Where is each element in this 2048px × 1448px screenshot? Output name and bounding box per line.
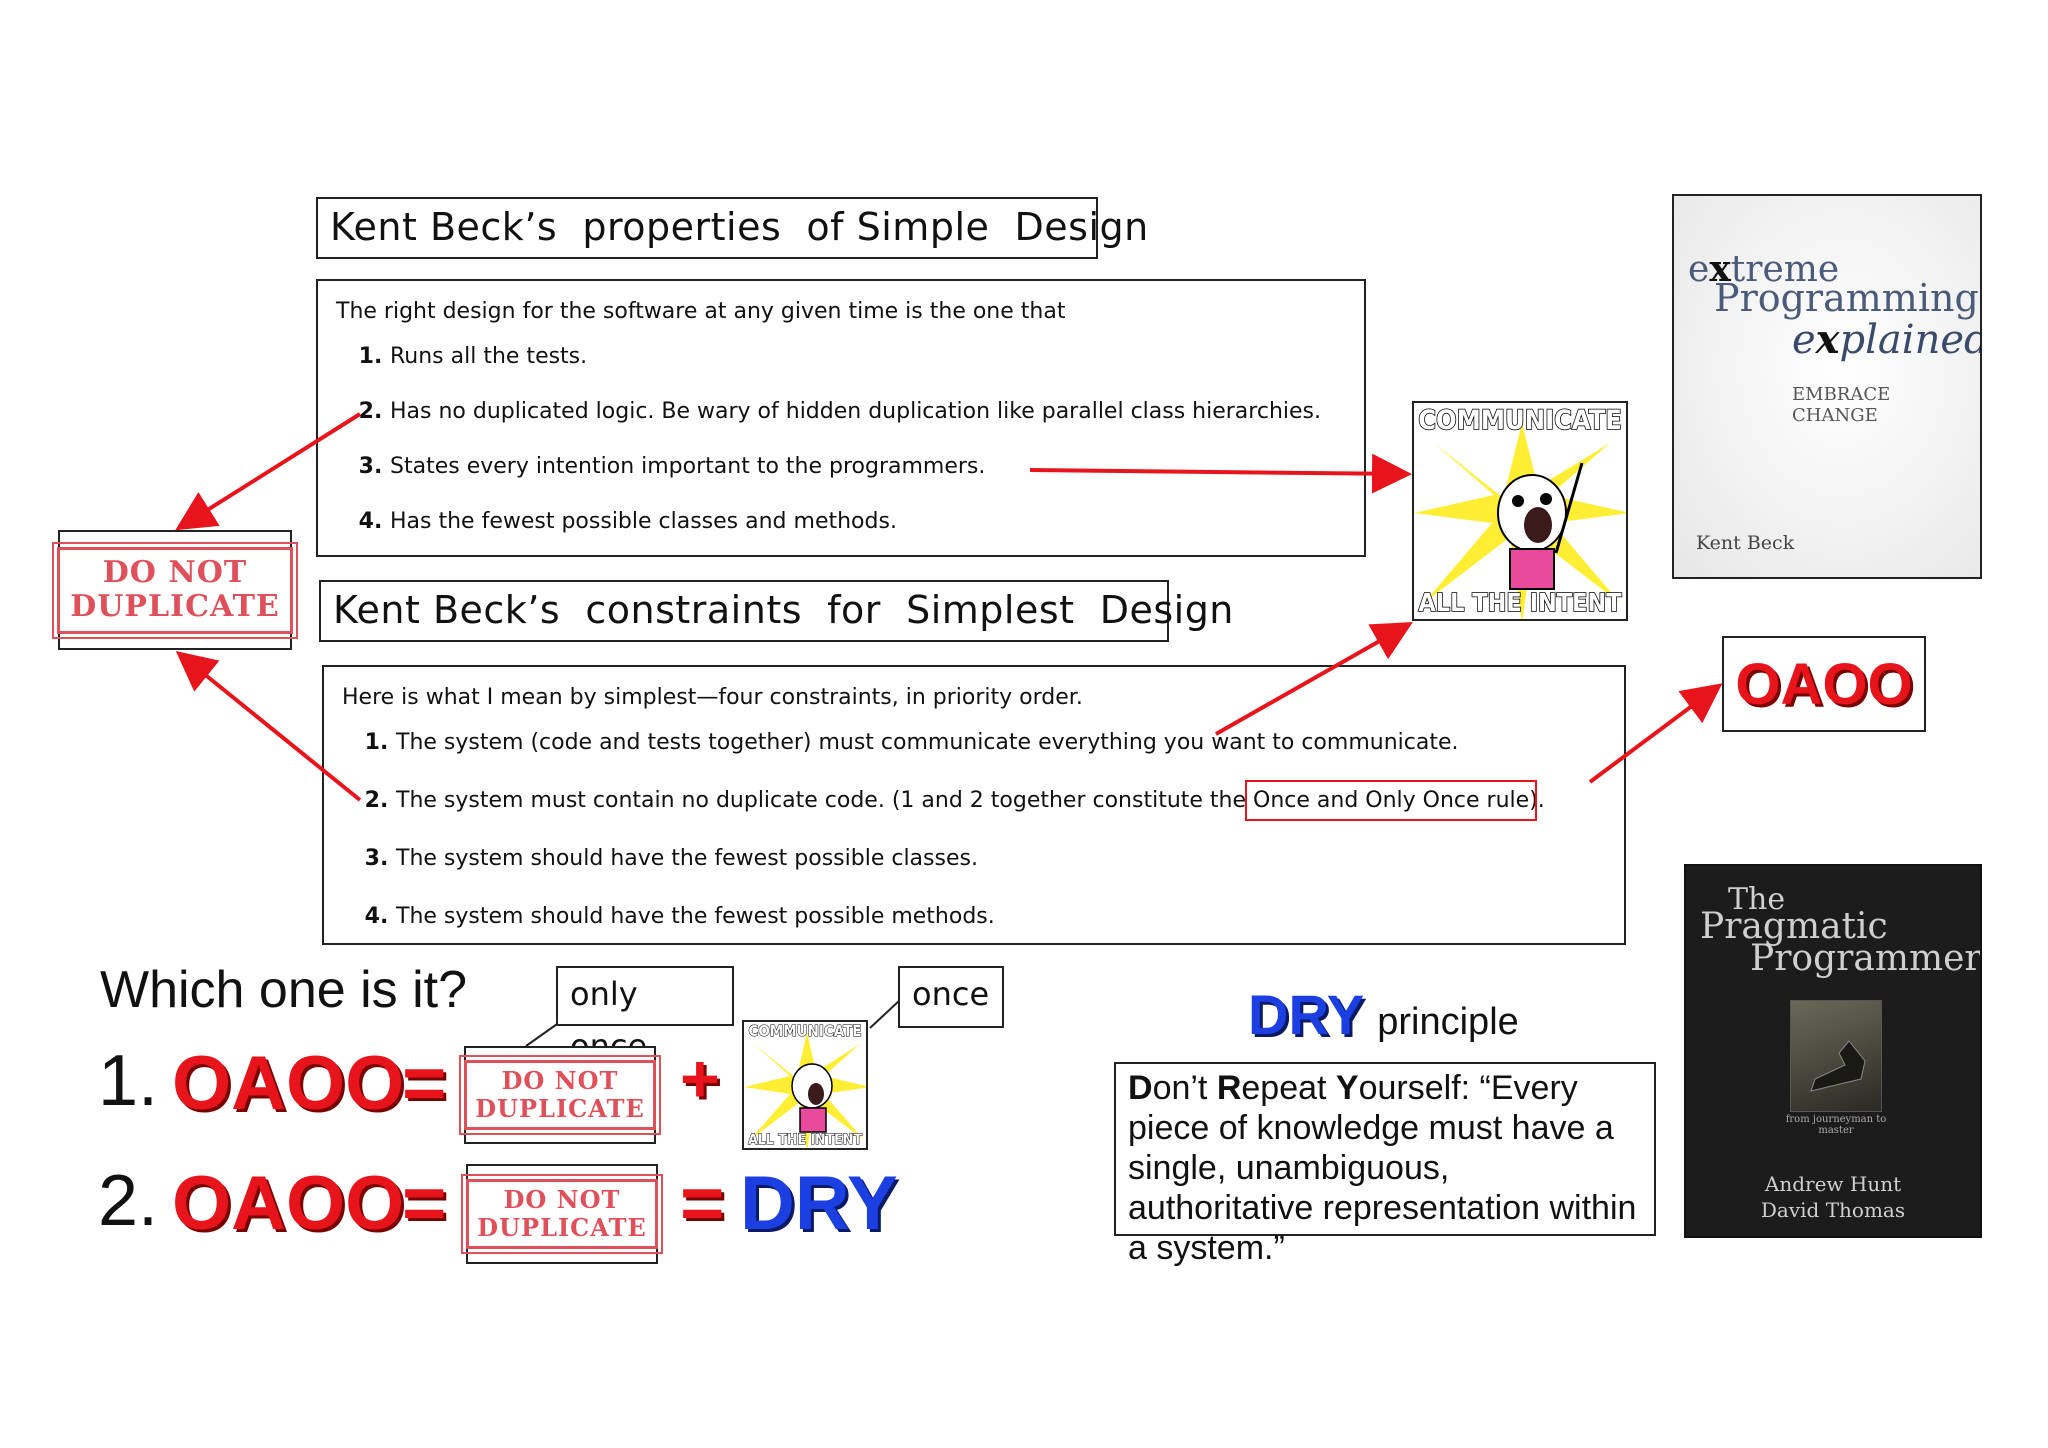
constraints-intro: Here is what I mean by simplest—four con… — [342, 685, 1083, 710]
xp-tagline: EMBRACE CHANGE — [1792, 384, 1891, 426]
equation-2-stamp: DO NOT DUPLICATE — [461, 1164, 663, 1264]
equation-1-meme: COMMUNICATE ALL THE INTENT — [742, 1020, 868, 1150]
dry-d: D — [1128, 1069, 1153, 1107]
dry-y-rest: ourself: “Every piece of knowledge must … — [1128, 1069, 1637, 1267]
xp-title-extreme: extreme — [1688, 248, 1840, 290]
pp-title-the: The — [1728, 882, 1786, 917]
constraints-title-text: Kent Beck’s constraints for Simplest Des… — [333, 588, 1234, 632]
equation-1-plus: + — [680, 1041, 720, 1117]
communicate-meme: COMMUNICATE ALL THE INTENT — [1412, 401, 1628, 621]
equation-1-oaoo: OAOO — [172, 1041, 405, 1126]
properties-title: Kent Beck’s properties of Simple Design — [316, 197, 1148, 259]
equation-2-number: 2. — [98, 1161, 159, 1241]
xp-book-cover: extreme Programming explained EMBRACE CH… — [1672, 194, 1982, 579]
dry-d-rest: on’t — [1152, 1069, 1217, 1107]
constraints-item-1: The system (code and tests together) mus… — [396, 730, 1606, 755]
equation-1-number: 1. — [98, 1041, 159, 1121]
equation-1-stamp: DO NOT DUPLICATE — [459, 1046, 661, 1144]
meme-bottom-caption: ALL THE INTENT — [1418, 587, 1623, 618]
eq1-meme-top-caption: COMMUNICATE — [748, 1022, 862, 1041]
xp-title-programming: Programming — [1714, 276, 1979, 320]
callout-once: once — [898, 966, 1004, 1028]
properties-item-3: States every intention important to the … — [390, 454, 1346, 479]
eq1-stamp-line-1: DO NOT — [501, 1066, 619, 1096]
do-not-duplicate-stamp: DO NOT DUPLICATE — [52, 530, 298, 650]
equation-2-equals: = — [402, 1161, 447, 1246]
constraints-item-4: The system should have the fewest possib… — [396, 904, 1606, 929]
equation-2-equals-2: = — [680, 1161, 725, 1246]
callout-only-once: only once — [556, 966, 734, 1065]
properties-quote: The right design for the software at any… — [316, 279, 1366, 557]
eq1-meme-bottom-caption: ALL THE INTENT — [748, 1132, 863, 1149]
dry-definition-box: Don’t Repeat Yourself: “Every piece of k… — [1114, 1062, 1656, 1267]
oaoo-rule-highlight: Once and Only Once rule — [1245, 780, 1538, 821]
dry-heading-word: DRY — [1248, 983, 1365, 1046]
dry-r: R — [1216, 1069, 1242, 1107]
constraints-quote: Here is what I mean by simplest—four con… — [322, 665, 1626, 945]
pp-plane-image — [1810, 1040, 1866, 1092]
properties-intro: The right design for the software at any… — [336, 299, 1066, 324]
pp-subtitle: from journeyman to master — [1785, 1114, 1887, 1136]
xp-title-explained: explained — [1792, 316, 1982, 363]
eq2-stamp-line-2: DUPLICATE — [477, 1213, 647, 1242]
dry-heading-suffix: principle — [1377, 1001, 1519, 1043]
meme-burst-image — [1414, 403, 1626, 619]
constraints-item-2: The system must contain no duplicate cod… — [396, 780, 1606, 821]
dry-r-rest: epeat — [1241, 1069, 1336, 1107]
eq1-stamp-line-2: DUPLICATE — [475, 1094, 645, 1123]
oaoo-label: OAOO — [1735, 651, 1913, 717]
oaoo-label-box: OAOO — [1722, 636, 1926, 732]
equation-2-dry: DRY — [740, 1161, 898, 1246]
callout-pointer-once — [869, 999, 901, 1029]
pp-title-programmer: Programmer — [1750, 938, 1982, 979]
eq1-meme-image — [744, 1022, 866, 1148]
callout-pointer-only-once — [525, 1021, 561, 1047]
pragmatic-book-cover: The Pragmatic Programmer from journeyman… — [1684, 864, 1982, 1238]
constraints-item-2-after: ). — [1529, 788, 1545, 813]
pp-author-2: David Thomas — [1760, 1198, 1906, 1222]
pp-cover-image — [1790, 1000, 1882, 1112]
dry-heading: DRY principle — [1248, 982, 1519, 1047]
constraints-item-2-before: The system must contain no duplicate cod… — [396, 788, 1254, 813]
properties-item-2: Has no duplicated logic. Be wary of hidd… — [390, 399, 1346, 424]
pp-title-pragmatic: Pragmatic — [1700, 906, 1888, 947]
meme-top-caption: COMMUNICATE — [1417, 404, 1622, 437]
xp-author: Kent Beck — [1696, 532, 1795, 554]
constraints-item-3: The system should have the fewest possib… — [396, 846, 1606, 871]
properties-title-text: Kent Beck’s properties of Simple Design — [330, 205, 1149, 249]
dry-y: Y — [1335, 1069, 1359, 1107]
question-heading: Which one is it? — [100, 961, 468, 1019]
stamp-line-1: DO NOT — [102, 554, 248, 590]
pp-author-1: Andrew Hunt — [1764, 1172, 1902, 1196]
constraints-title: Kent Beck’s constraints for Simplest Des… — [319, 580, 1233, 642]
eq2-stamp-line-1: DO NOT — [503, 1185, 621, 1215]
properties-item-4: Has the fewest possible classes and meth… — [390, 509, 1346, 534]
properties-item-1: Runs all the tests. — [390, 344, 1346, 369]
equation-1-equals: = — [402, 1041, 447, 1126]
stamp-line-2: DUPLICATE — [70, 589, 280, 624]
equation-2-oaoo: OAOO — [172, 1161, 405, 1246]
